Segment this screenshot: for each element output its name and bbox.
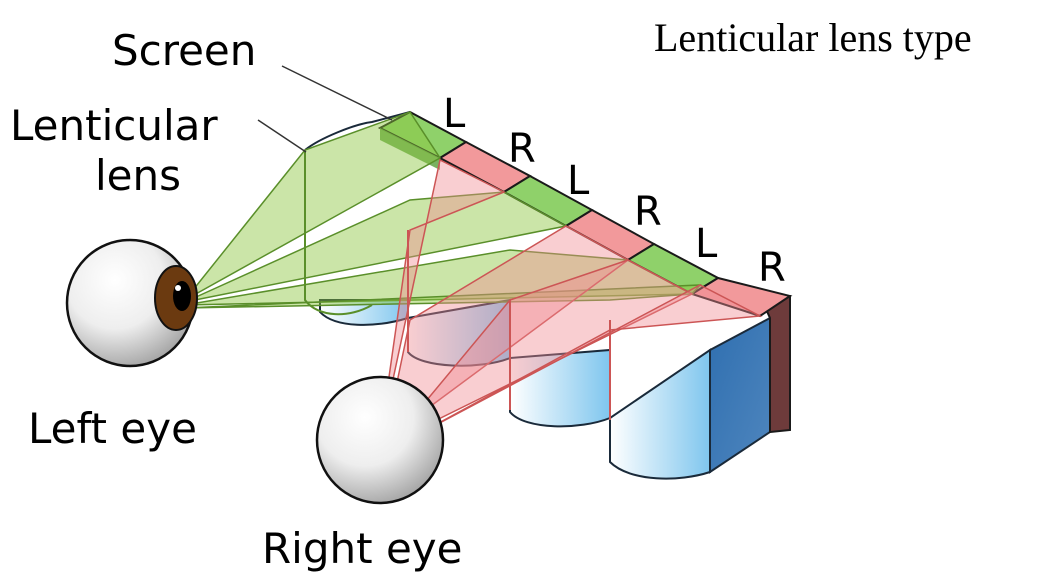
right-beam-4: [399, 284, 763, 445]
right-eye: [315, 375, 445, 505]
strip-letter-3: L: [567, 158, 590, 204]
left-eye: [65, 238, 198, 368]
lens-lobe-4: [609, 348, 711, 480]
left-pupil: [173, 281, 191, 311]
label-left-eye: Left eye: [28, 404, 197, 453]
label-right-eye: Right eye: [262, 524, 462, 573]
right-beam-3: [391, 259, 694, 443]
left-beam-1: [184, 111, 442, 301]
strip-letter-5: L: [695, 221, 718, 267]
right-eye-beams: [379, 158, 763, 445]
diagram-caption: Lenticular lens type: [654, 15, 972, 60]
right-beam-2: [383, 225, 630, 442]
strip-letter-6: R: [758, 245, 786, 291]
label-lens: lens: [95, 151, 181, 200]
label-screen: Screen: [112, 26, 256, 75]
strip-letter-2: R: [508, 126, 536, 172]
right-beam-1: [379, 158, 506, 441]
right-eyeball: [315, 375, 445, 505]
strip-letter-4: R: [634, 189, 662, 235]
label-lenticular: Lenticular: [10, 101, 218, 150]
strip-letter-1: L: [443, 91, 466, 137]
lens-leader-line: [257, 119, 307, 153]
lenticular-lens-block: [304, 111, 791, 480]
strip-R-3: [689, 276, 793, 318]
lens-end-face: [709, 316, 771, 474]
screen-leader-line: [281, 65, 393, 121]
